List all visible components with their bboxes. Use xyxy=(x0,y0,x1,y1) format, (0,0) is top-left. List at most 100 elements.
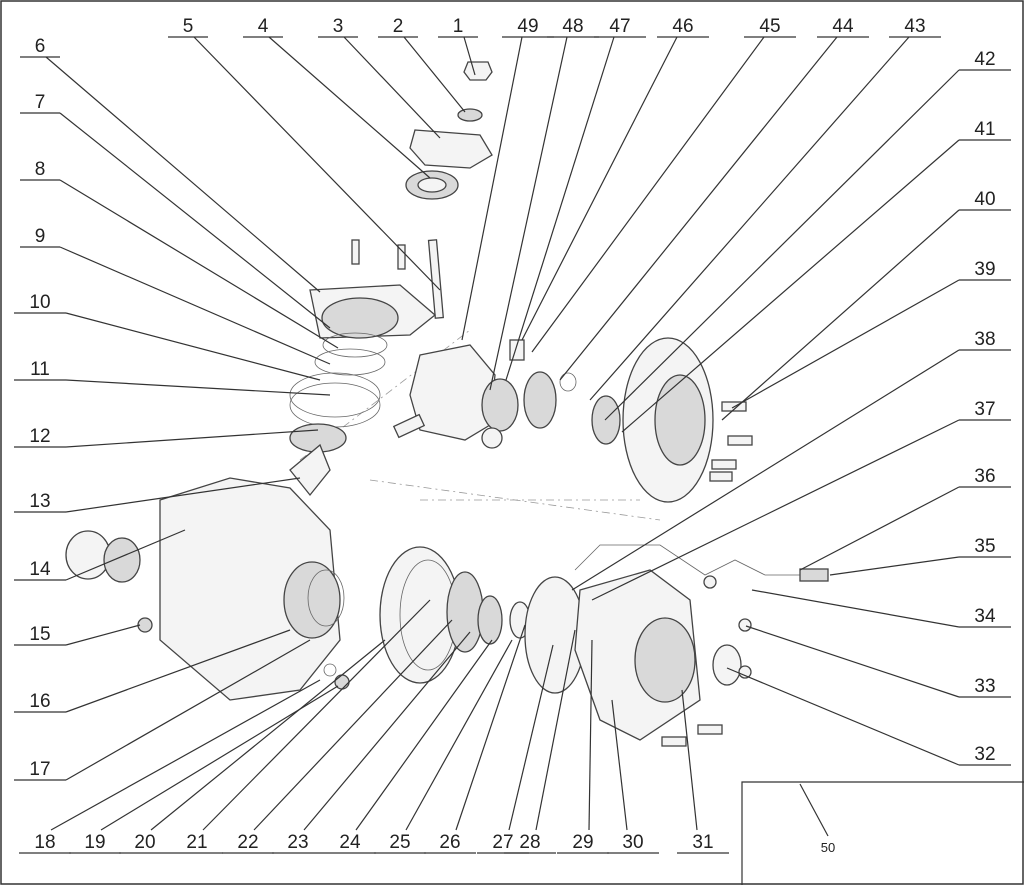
callout-49: 49 xyxy=(461,16,554,341)
callout-37: 37 xyxy=(591,399,1011,601)
callout-number: 24 xyxy=(339,832,361,853)
callout-number: 10 xyxy=(29,292,50,313)
axle-housing xyxy=(159,477,341,701)
callout-7: 7 xyxy=(20,92,331,329)
callout-number: 13 xyxy=(29,491,50,512)
callout-20: 20 xyxy=(119,639,386,854)
callout-14: 14 xyxy=(14,529,186,581)
bearing-cup xyxy=(321,297,399,339)
callout-number: 47 xyxy=(609,16,630,37)
shim xyxy=(322,332,388,358)
callout-number: 37 xyxy=(974,399,995,420)
leader-line xyxy=(45,56,321,293)
callout-29: 29 xyxy=(557,639,609,854)
callout-number: 46 xyxy=(672,16,693,37)
leader-line xyxy=(403,36,466,113)
callout-41: 41 xyxy=(621,119,1011,433)
sensor-connector xyxy=(799,568,829,582)
callout-number: 7 xyxy=(35,92,46,113)
callout-number: 30 xyxy=(622,832,643,853)
callout-9: 9 xyxy=(20,226,331,365)
leader-line xyxy=(589,36,910,401)
callout-44: 44 xyxy=(559,16,869,381)
leader-line xyxy=(59,112,331,329)
gasket xyxy=(289,372,381,418)
callout-34: 34 xyxy=(751,589,1011,628)
callout-number: 43 xyxy=(904,16,925,37)
nut xyxy=(463,61,493,81)
oil-seal-inner xyxy=(417,177,447,193)
pin xyxy=(427,239,445,319)
callout-38: 38 xyxy=(571,329,1011,591)
side-bearing xyxy=(103,537,141,583)
callout-number: 44 xyxy=(832,16,854,37)
o-ring xyxy=(323,663,337,677)
callout-number: 34 xyxy=(974,606,996,627)
callout-26: 26 xyxy=(424,624,526,854)
callout-6: 6 xyxy=(20,36,321,293)
callout-number: 48 xyxy=(562,16,583,37)
leader-line xyxy=(731,279,960,409)
bolt xyxy=(697,724,723,735)
side-gear xyxy=(481,378,519,432)
callout-number: 19 xyxy=(84,832,105,853)
leader-line xyxy=(150,639,386,831)
leader-line xyxy=(721,209,960,421)
callout-46: 46 xyxy=(521,16,709,341)
inset-frame xyxy=(741,781,1024,885)
callout-number: 16 xyxy=(29,691,50,712)
callout-number: 1 xyxy=(453,16,464,37)
leader-line xyxy=(591,419,960,601)
callout-number: 12 xyxy=(29,426,50,447)
bolt xyxy=(661,736,687,747)
leader-line xyxy=(65,429,319,448)
side-seal xyxy=(65,530,111,580)
nut xyxy=(738,665,752,679)
leader-line xyxy=(65,529,186,581)
bearing xyxy=(477,595,503,645)
leader-line xyxy=(343,36,441,139)
pinion xyxy=(289,443,331,497)
callout-13: 13 xyxy=(14,477,301,513)
spider-gear xyxy=(523,371,557,429)
callout-1: 1 xyxy=(438,16,478,76)
callout-number: 11 xyxy=(30,359,50,380)
leader-line xyxy=(571,349,960,591)
clutch-pack xyxy=(446,571,484,653)
leader-line xyxy=(521,36,678,341)
bushing xyxy=(509,339,525,361)
callout-number: 6 xyxy=(35,36,46,57)
bolt xyxy=(351,239,360,265)
leader-line xyxy=(489,36,568,391)
callout-number: 41 xyxy=(974,119,995,140)
callout-number: 45 xyxy=(759,16,780,37)
leader-line xyxy=(50,679,321,831)
callout-28: 28 xyxy=(504,629,576,854)
callout-18: 18 xyxy=(19,679,321,854)
bolt xyxy=(397,244,406,270)
callout-number: 31 xyxy=(692,832,713,853)
callout-number: 18 xyxy=(34,832,55,853)
leader-line-50 xyxy=(799,783,829,837)
leader-line xyxy=(65,624,141,646)
callout-number: 17 xyxy=(29,759,50,780)
leader-line xyxy=(253,619,453,831)
callout-24: 24 xyxy=(324,639,493,854)
thrust-washer xyxy=(481,427,503,449)
callout-number: 20 xyxy=(134,832,155,853)
callout-number: 49 xyxy=(517,16,538,37)
nut xyxy=(703,575,717,589)
callout-number: 36 xyxy=(974,466,995,487)
leader-line xyxy=(461,36,523,341)
callout-number: 33 xyxy=(974,676,995,697)
output-seal xyxy=(712,644,742,686)
callout-10: 10 xyxy=(14,292,321,381)
callout-number: 35 xyxy=(974,536,995,557)
callout-number: 23 xyxy=(287,832,308,853)
callout-number: 8 xyxy=(35,159,46,180)
callout-number: 40 xyxy=(974,189,995,210)
callout-number: 3 xyxy=(333,16,344,37)
callout-number: 22 xyxy=(237,832,258,853)
